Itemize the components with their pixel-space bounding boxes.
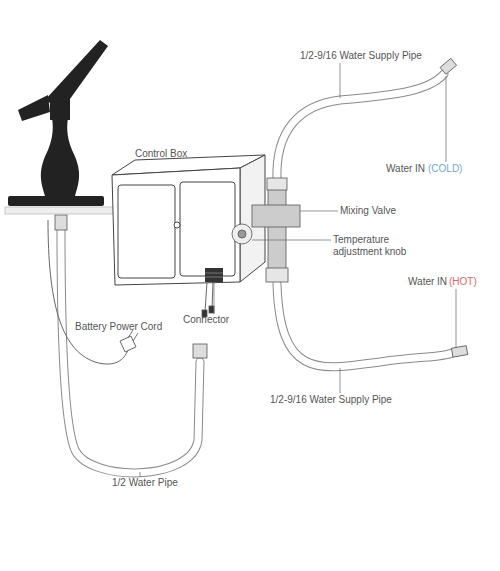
mixing-valve	[232, 178, 300, 282]
part-label: Connector	[183, 314, 229, 326]
pipe-label: 1/2-9/16 Water Supply Pipe	[270, 394, 392, 406]
control-box	[112, 155, 265, 285]
part-label: Control Box	[135, 148, 187, 160]
inlet-label: Water IN	[386, 163, 425, 175]
part-label: Battery Power Cord	[75, 321, 162, 333]
faucet	[5, 40, 120, 214]
connector	[205, 268, 223, 282]
hot-tag: (HOT)	[449, 276, 477, 288]
fittings	[55, 58, 468, 358]
part-label: Temperature adjustment knob	[333, 234, 413, 258]
pipes	[61, 74, 452, 473]
pipe-label: 1/2-9/16 Water Supply Pipe	[300, 50, 422, 62]
part-label: Mixing Valve	[340, 205, 396, 217]
leader-lines	[140, 63, 456, 477]
cold-tag: (COLD)	[428, 163, 462, 175]
inlet-label: Water IN	[408, 276, 447, 288]
pipe-label: 1/2 Water Pipe	[112, 477, 178, 489]
